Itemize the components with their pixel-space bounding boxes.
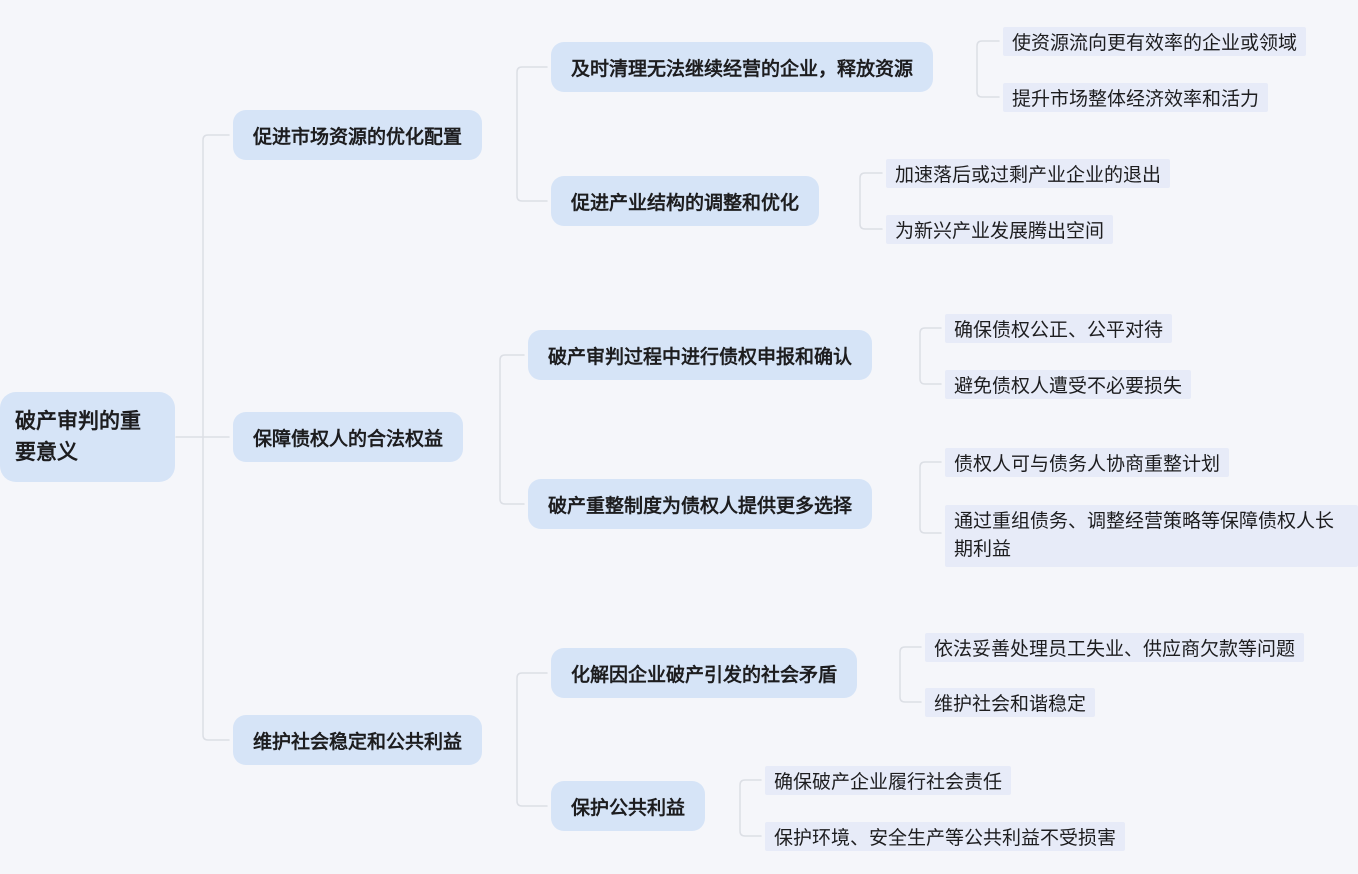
leaf-node[interactable]: 确保破产企业履行社会责任 bbox=[765, 766, 1012, 795]
branch-node-market-resources[interactable]: 促进市场资源的优化配置 bbox=[233, 110, 483, 160]
leaf-node[interactable]: 为新兴产业发展腾出空间 bbox=[886, 215, 1114, 244]
subtopic-node-reorganization-system[interactable]: 破产重整制度为债权人提供更多选择 bbox=[528, 479, 873, 529]
subtopic-node-clear-enterprises[interactable]: 及时清理无法继续经营的企业，释放资源 bbox=[551, 42, 934, 92]
leaf-node[interactable]: 使资源流向更有效率的企业或领域 bbox=[1003, 27, 1307, 56]
leaf-node[interactable]: 加速落后或过剩产业企业的退出 bbox=[886, 159, 1171, 188]
leaf-node[interactable]: 提升市场整体经济效率和活力 bbox=[1003, 83, 1269, 112]
subtopic-node-social-conflicts[interactable]: 化解因企业破产引发的社会矛盾 bbox=[551, 648, 858, 698]
root-node[interactable]: 破产审判的重要意义 bbox=[0, 392, 175, 482]
subtopic-node-public-interest[interactable]: 保护公共利益 bbox=[551, 781, 706, 831]
branch-node-social-stability[interactable]: 维护社会稳定和公共利益 bbox=[233, 715, 483, 765]
subtopic-node-industry-structure[interactable]: 促进产业结构的调整和优化 bbox=[551, 176, 820, 226]
leaf-node[interactable]: 避免债权人遭受不必要损失 bbox=[945, 370, 1192, 399]
subtopic-node-claim-declaration[interactable]: 破产审判过程中进行债权申报和确认 bbox=[528, 330, 873, 380]
leaf-node[interactable]: 保护环境、安全生产等公共利益不受损害 bbox=[765, 822, 1126, 851]
leaf-node[interactable]: 依法妥善处理员工失业、供应商欠款等问题 bbox=[925, 633, 1305, 662]
leaf-node[interactable]: 通过重组债务、调整经营策略等保障债权人长期利益 bbox=[945, 505, 1358, 567]
leaf-node[interactable]: 确保债权公正、公平对待 bbox=[945, 314, 1173, 343]
leaf-node[interactable]: 债权人可与债务人协商重整计划 bbox=[945, 448, 1230, 477]
leaf-node[interactable]: 维护社会和谐稳定 bbox=[925, 688, 1096, 717]
branch-node-creditor-rights[interactable]: 保障债权人的合法权益 bbox=[233, 412, 464, 462]
